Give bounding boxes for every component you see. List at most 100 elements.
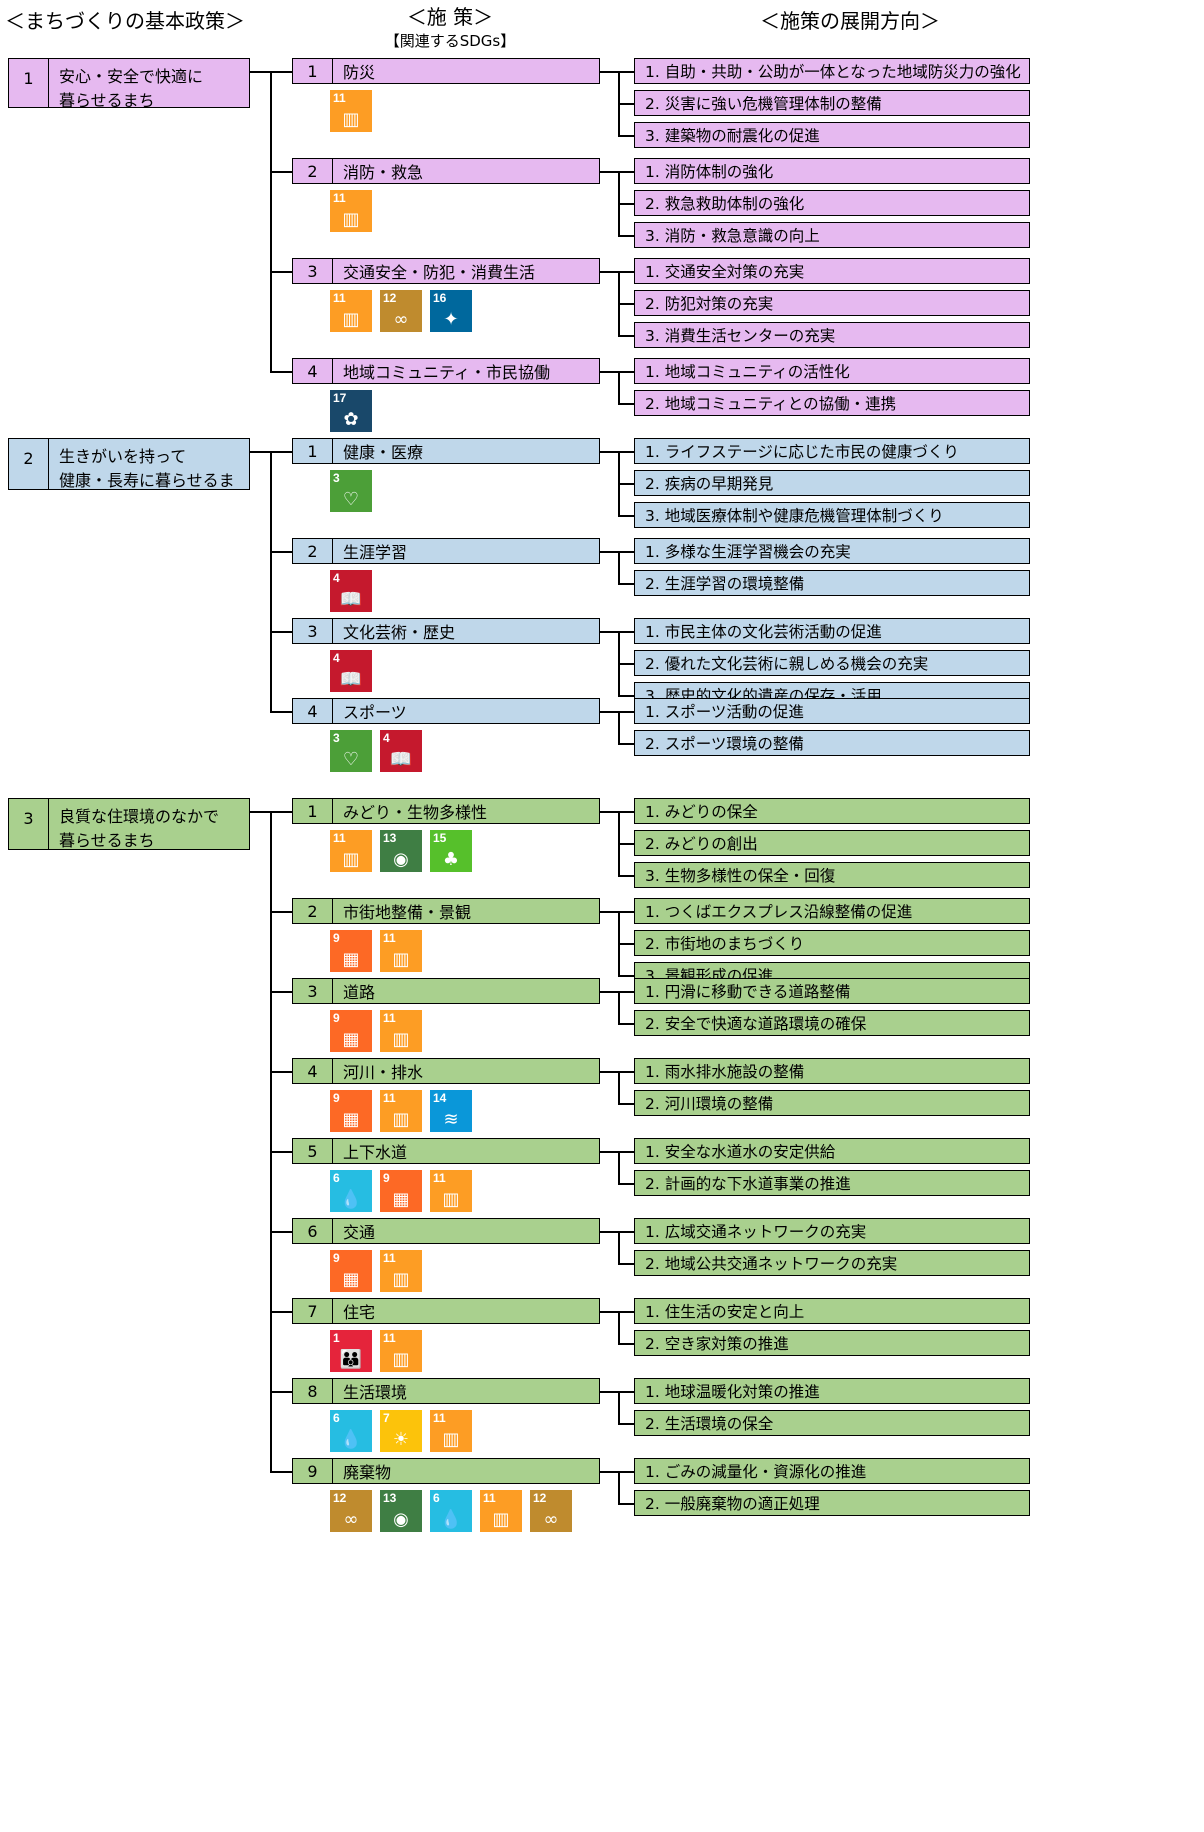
measure-number: 4 — [293, 1059, 333, 1083]
direction-3-6-2: 2. 地域公共交通ネットワークの充実 — [634, 1250, 1030, 1276]
measure-number: 4 — [293, 699, 333, 723]
connector-line — [618, 403, 634, 405]
measure-number: 5 — [293, 1139, 333, 1163]
measure-name: 道路 — [343, 983, 376, 1002]
sdg-4-book-icon: 4📖 — [330, 650, 372, 692]
measure-header-label: ＜施 策＞ — [406, 5, 494, 29]
measure-header: ＜施 策＞ 【関連するSDGs】 — [350, 4, 550, 52]
connector-line — [600, 371, 620, 373]
sdg-goal-number: 11 — [383, 1011, 396, 1025]
connector-line — [270, 811, 272, 1473]
policy-area-title: 良質な住環境のなかで 暮らせるまち — [59, 807, 220, 850]
direction-1-2-1: 1. 消防体制の強化 — [634, 158, 1030, 184]
sdg-3-heartbeat-icon: 3♡ — [330, 730, 372, 772]
fish-icon: ≋ — [443, 1109, 459, 1130]
water-drop-icon: 💧 — [439, 1509, 463, 1530]
direction-3-4-1: 1. 雨水排水施設の整備 — [634, 1058, 1030, 1084]
sdg-1-people-icon: 1👪 — [330, 1330, 372, 1372]
connector-line — [618, 171, 634, 173]
connector-line — [618, 303, 634, 305]
direction-3-1-2: 2. みどりの創出 — [634, 830, 1030, 856]
connector-line — [270, 171, 292, 173]
direction-3-3-2: 2. 安全で快適な道路環境の確保 — [634, 1010, 1030, 1036]
measure-number: 7 — [293, 1299, 333, 1323]
direction-1-2-3: 3. 消防・救急意識の向上 — [634, 222, 1030, 248]
sdg-goal-number: 11 — [333, 91, 346, 105]
sdg-goal-number: 4 — [383, 731, 390, 745]
connector-line — [618, 1231, 634, 1233]
connector-line — [250, 811, 272, 813]
city-icon: ▥ — [442, 1189, 460, 1210]
sdg-goal-number: 9 — [333, 1091, 340, 1105]
city-icon: ▥ — [392, 1029, 410, 1050]
sdg-9-cubes-icon: 9▦ — [330, 930, 372, 972]
sdg-12-infinity-icon: 12∞ — [330, 1490, 372, 1532]
sdg-11-city-icon: 11▥ — [380, 1250, 422, 1292]
sdg-11-city-icon: 11▥ — [330, 290, 372, 332]
heartbeat-icon: ♡ — [342, 749, 360, 770]
direction-3-1-1: 1. みどりの保全 — [634, 798, 1030, 824]
sdg-goal-number: 12 — [333, 1491, 347, 1505]
connector-line — [270, 631, 292, 633]
direction-1-4-2: 2. 地域コミュニティとの協働・連携 — [634, 390, 1030, 416]
sdg-13-eye-globe-icon: 13◉ — [380, 1490, 422, 1532]
connector-line — [618, 1343, 634, 1345]
sdg-7-sun-icon: 7☀ — [380, 1410, 422, 1452]
measure-number: 1 — [293, 59, 333, 83]
city-icon: ▥ — [442, 1429, 460, 1450]
book-icon: 📖 — [339, 589, 363, 610]
connector-line — [618, 371, 620, 405]
measure-name: 地域コミュニティ・市民協働 — [343, 363, 551, 382]
connector-line — [618, 991, 634, 993]
connector-line — [618, 1471, 620, 1505]
heartbeat-icon: ♡ — [342, 489, 360, 510]
sdg-goal-number: 6 — [433, 1491, 440, 1505]
connector-line — [270, 811, 292, 813]
sdg-goal-number: 12 — [533, 1491, 547, 1505]
sdg-9-cubes-icon: 9▦ — [330, 1010, 372, 1052]
direction-3-7-2: 2. 空き家対策の推進 — [634, 1330, 1030, 1356]
water-drop-icon: 💧 — [339, 1429, 363, 1450]
connector-line — [618, 1151, 634, 1153]
dove-icon: ✦ — [443, 309, 459, 330]
measure-number: 2 — [293, 539, 333, 563]
sdg-3-heartbeat-icon: 3♡ — [330, 470, 372, 512]
connector-line — [270, 911, 292, 913]
connector-line — [618, 875, 634, 877]
sdg-goal-number: 11 — [433, 1171, 446, 1185]
measure-name: 防災 — [343, 63, 376, 82]
direction-3-8-1: 1. 地球温暖化対策の推進 — [634, 1378, 1030, 1404]
city-icon: ▥ — [392, 949, 410, 970]
eye-globe-icon: ◉ — [393, 849, 409, 870]
direction-3-5-1: 1. 安全な水道水の安定供給 — [634, 1138, 1030, 1164]
sdg-15-tree-icon: 15♣ — [430, 830, 472, 872]
cubes-icon: ▦ — [342, 1269, 360, 1290]
measure-name: 健康・医療 — [343, 443, 424, 462]
connector-line — [600, 1471, 620, 1473]
flower-icon: ✿ — [343, 409, 359, 430]
direction-1-2-2: 2. 救急救助体制の強化 — [634, 190, 1030, 216]
sdg-goal-number: 16 — [433, 291, 447, 305]
connector-line — [618, 911, 634, 913]
direction-2-4-2: 2. スポーツ環境の整備 — [634, 730, 1030, 756]
direction-2-2-1: 1. 多様な生涯学習機会の充実 — [634, 538, 1030, 564]
sdg-goal-number: 6 — [333, 1171, 340, 1185]
connector-line — [618, 991, 620, 1025]
connector-line — [618, 551, 620, 585]
city-icon: ▥ — [342, 209, 360, 230]
city-icon: ▥ — [392, 1109, 410, 1130]
measure-name: 生活環境 — [343, 1383, 408, 1402]
connector-line — [618, 1103, 634, 1105]
connector-line — [270, 991, 292, 993]
connector-line — [600, 71, 620, 73]
measure-number: 1 — [293, 799, 333, 823]
measure-name: 市街地整備・景観 — [343, 903, 472, 922]
